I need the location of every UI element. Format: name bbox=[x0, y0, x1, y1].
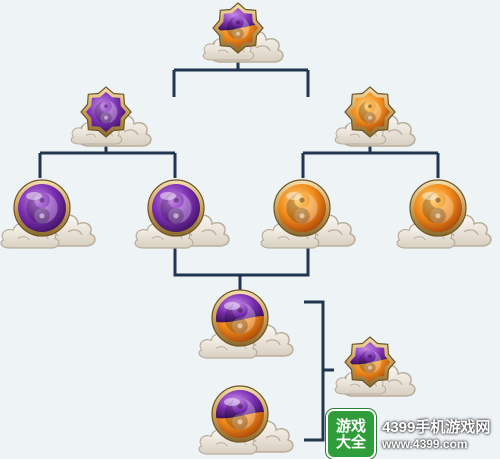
watermark-url: www.4399.com bbox=[382, 437, 468, 451]
connector-result-bracket bbox=[304, 300, 334, 442]
yinyang-orb-orange-icon bbox=[409, 179, 467, 237]
site-watermark: 游戏 大全 4399手机游戏网 www.4399.com bbox=[326, 408, 500, 459]
yinyang-orb-split-icon bbox=[211, 289, 269, 347]
watermark-logo-line2: 大全 bbox=[335, 432, 366, 451]
fusion-node-orb-5[interactable] bbox=[198, 289, 294, 359]
fusion-node-top[interactable] bbox=[202, 2, 284, 63]
fusion-node-orb-1[interactable] bbox=[0, 179, 96, 249]
yinyang-orb-split-icon bbox=[211, 385, 269, 443]
yinyang-star-orange-icon bbox=[344, 86, 396, 138]
connector-bottom-join bbox=[173, 245, 310, 290]
fusion-node-orb-4[interactable] bbox=[396, 179, 492, 249]
watermark-title: 4399手机游戏网 bbox=[382, 419, 491, 436]
yinyang-orb-purple-icon bbox=[147, 179, 205, 237]
yinyang-star-split-icon bbox=[212, 2, 264, 54]
connector-top-bracket bbox=[172, 60, 310, 97]
fusion-node-orb-3[interactable] bbox=[260, 179, 356, 249]
yinyang-orb-purple-icon bbox=[13, 179, 71, 237]
watermark-logo-line1: 游戏 bbox=[335, 416, 366, 435]
fusion-node-mid-right[interactable] bbox=[334, 86, 416, 147]
fusion-node-mid-left[interactable] bbox=[70, 86, 152, 147]
fusion-node-result[interactable] bbox=[334, 336, 416, 397]
fusion-node-orb-2[interactable] bbox=[134, 179, 230, 249]
yinyang-star-purple-icon bbox=[80, 86, 132, 138]
fusion-node-orb-6[interactable] bbox=[198, 385, 294, 455]
watermark-logo: 游戏 大全 bbox=[326, 408, 376, 459]
yinyang-star-split-icon bbox=[344, 336, 396, 388]
yinyang-orb-orange-icon bbox=[273, 179, 331, 237]
